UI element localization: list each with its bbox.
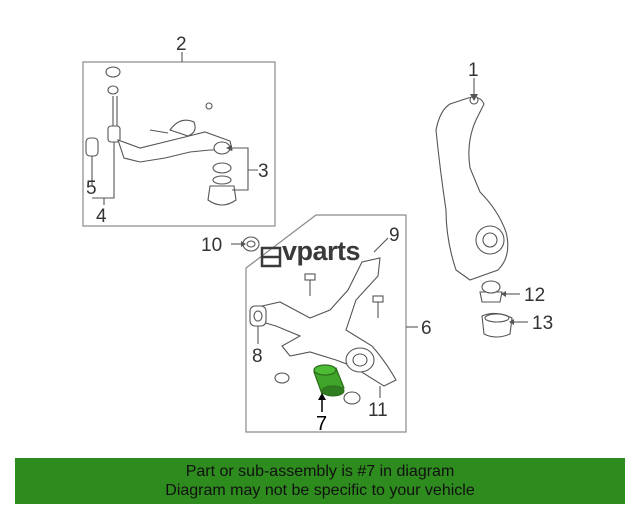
arrow-10-icon bbox=[241, 241, 246, 247]
lower-arm-assembly-group[interactable] bbox=[245, 214, 418, 433]
callout-1: 1 bbox=[468, 60, 479, 81]
watermark-logo-text: vparts bbox=[282, 236, 361, 266]
callout-4: 4 bbox=[96, 206, 107, 227]
bushing-part-7-highlighted[interactable] bbox=[313, 364, 345, 397]
banner-line-1: Part or sub-assembly is #7 in diagram bbox=[185, 463, 455, 480]
bushing-part-5[interactable] bbox=[85, 137, 99, 157]
upper-arm-assembly-box bbox=[82, 61, 276, 227]
bushing-part-11[interactable] bbox=[345, 347, 375, 373]
callout-9: 9 bbox=[389, 225, 400, 246]
callout-7: 7 bbox=[316, 413, 327, 435]
boot-13-group[interactable] bbox=[481, 312, 528, 338]
lower-arm-assembly-box bbox=[245, 214, 407, 433]
upper-arm-assembly-group[interactable] bbox=[82, 52, 276, 227]
callout-13: 13 bbox=[532, 313, 553, 334]
callout-8: 8 bbox=[252, 346, 263, 367]
ball-joint-part[interactable] bbox=[207, 185, 237, 206]
arrow-12-icon bbox=[501, 291, 506, 297]
arrow-13-icon bbox=[509, 319, 514, 325]
nut-10-group[interactable] bbox=[231, 236, 260, 252]
callout-2: 2 bbox=[176, 34, 187, 55]
banner-line-2: Diagram may not be specific to your vehi… bbox=[165, 482, 475, 499]
arrow-3-icon bbox=[226, 145, 232, 151]
steering-knuckle-group[interactable] bbox=[435, 78, 509, 281]
callout-12: 12 bbox=[524, 285, 545, 306]
callout-10: 10 bbox=[201, 235, 222, 256]
callout-5: 5 bbox=[86, 178, 97, 199]
arrow-1-icon bbox=[470, 94, 478, 101]
vparts-logo-icon bbox=[260, 246, 282, 268]
callout-11: 11 bbox=[368, 400, 388, 421]
bushing-part-8[interactable] bbox=[249, 305, 267, 327]
callout-6: 6 bbox=[421, 318, 432, 339]
info-banner: Part or sub-assembly is #7 in diagram Di… bbox=[15, 458, 625, 504]
ball-joint-12-group[interactable] bbox=[479, 280, 520, 303]
callout-3: 3 bbox=[258, 161, 269, 182]
